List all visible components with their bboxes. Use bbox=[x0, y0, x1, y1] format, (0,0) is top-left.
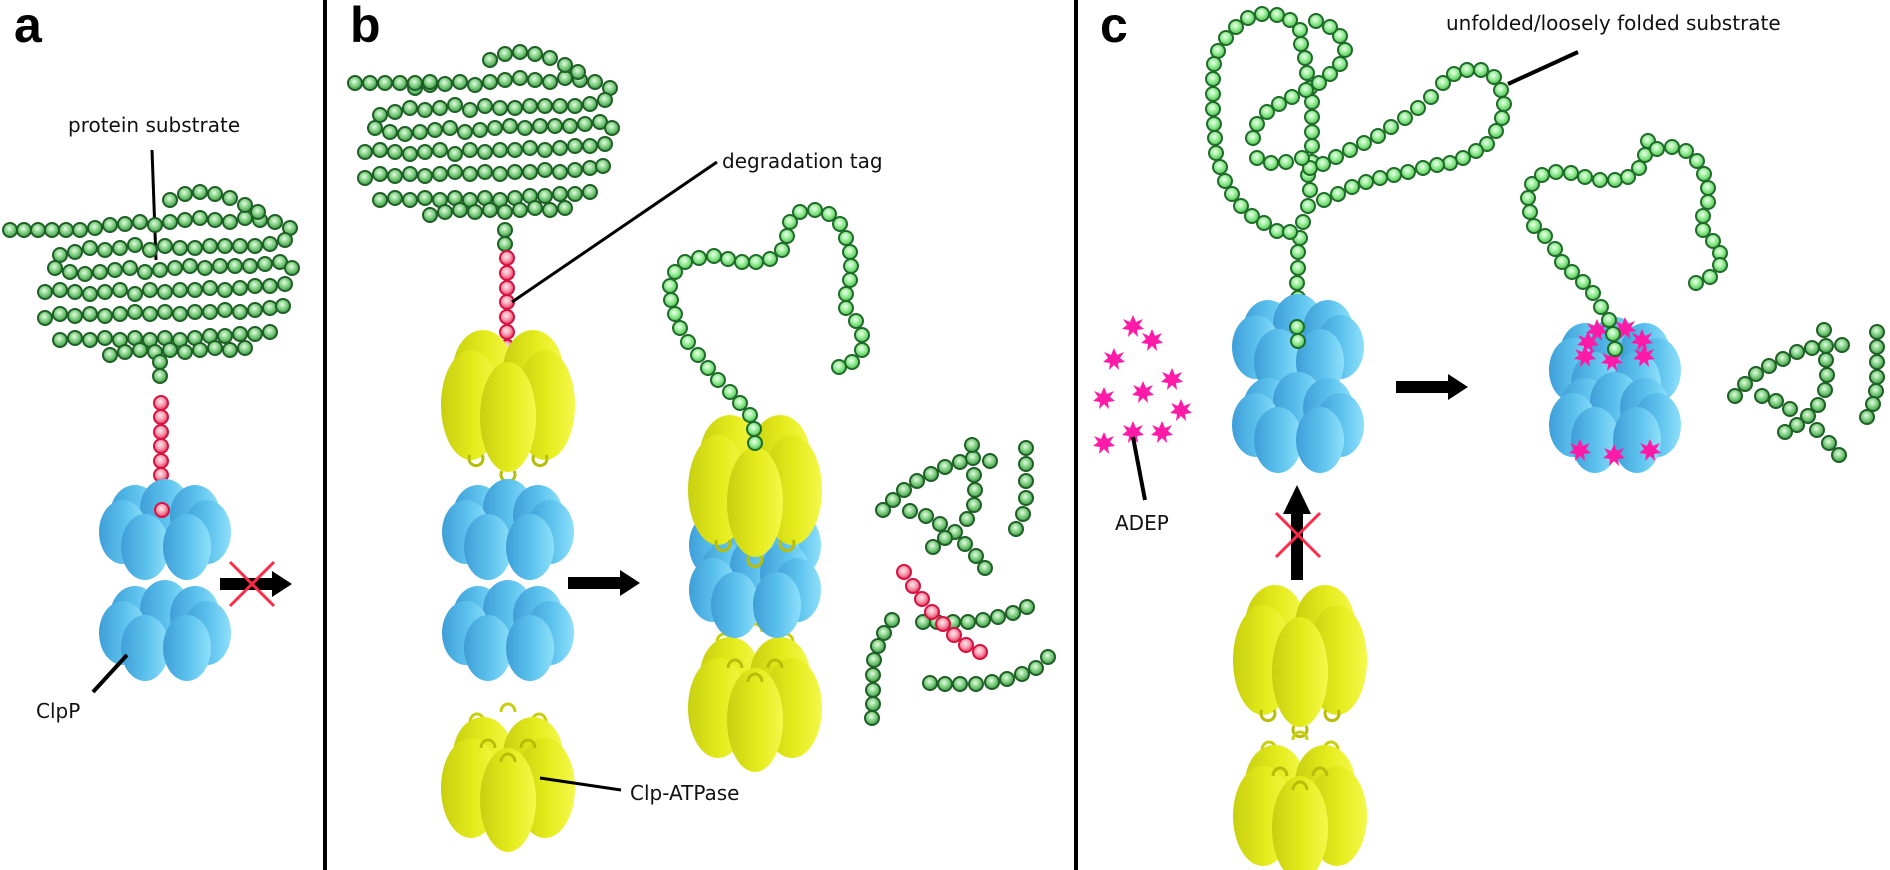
folded-substrate-icon bbox=[347, 45, 619, 252]
atpase-hexamer-icon bbox=[439, 702, 577, 854]
assembled-clpxp-complex-icon bbox=[686, 413, 824, 774]
arrow-right-icon bbox=[220, 571, 292, 597]
clpp-leader-line bbox=[91, 653, 129, 694]
divider-b-c bbox=[1074, 0, 1078, 870]
unfolding-substrate-icon bbox=[662, 202, 870, 451]
arrow-right-icon bbox=[568, 570, 640, 596]
panel-b: b degradation tag Clp-ATPase bbox=[347, 0, 1056, 854]
panel-a-letter: a bbox=[14, 0, 43, 53]
panel-c: c unfolded/loosely folded substrate ADEP bbox=[1093, 0, 1885, 870]
atpase-hexamer-icon bbox=[1231, 730, 1369, 870]
panel-a: a protein substrate bbox=[2, 0, 300, 723]
arrow-up-icon bbox=[1283, 485, 1311, 580]
divider-a-b bbox=[323, 0, 327, 870]
folded-substrate-icon bbox=[2, 184, 300, 384]
adep-label: ADEP bbox=[1115, 511, 1169, 535]
atpase-hexamer-icon bbox=[1231, 583, 1369, 739]
peptide-fragments-icon bbox=[1727, 322, 1885, 463]
clpp-ring-icon bbox=[442, 580, 574, 681]
atpase-leader-line bbox=[539, 776, 622, 792]
clp-atpase-label: Clp-ATPase bbox=[630, 781, 739, 805]
arrow-right-icon bbox=[1396, 374, 1468, 400]
clpp-ring-icon bbox=[442, 479, 574, 580]
peptide-fragments-icon bbox=[864, 437, 1056, 726]
substrate-leader-line bbox=[1507, 50, 1579, 86]
protein-substrate-label: protein substrate bbox=[68, 113, 240, 137]
clpp-label: ClpP bbox=[36, 699, 80, 723]
panel-b-letter: b bbox=[350, 0, 381, 53]
unfolded-substrate-label: unfolded/loosely folded substrate bbox=[1446, 11, 1781, 35]
adep-molecules-icon bbox=[1093, 315, 1192, 454]
panel-c-letter: c bbox=[1100, 0, 1128, 53]
adep-leader-line bbox=[1131, 436, 1147, 501]
atpase-hexamer-icon bbox=[439, 328, 577, 484]
clpp-ring-icon bbox=[1232, 372, 1364, 473]
tag-leader-line bbox=[511, 160, 718, 304]
degradation-tag-label: degradation tag bbox=[722, 149, 883, 173]
degradation-tag-icon bbox=[499, 250, 515, 355]
loose-substrate-icon bbox=[1205, 6, 1512, 350]
substrate-leader-line bbox=[150, 149, 158, 261]
clpp-ring-top-icon bbox=[99, 479, 231, 580]
